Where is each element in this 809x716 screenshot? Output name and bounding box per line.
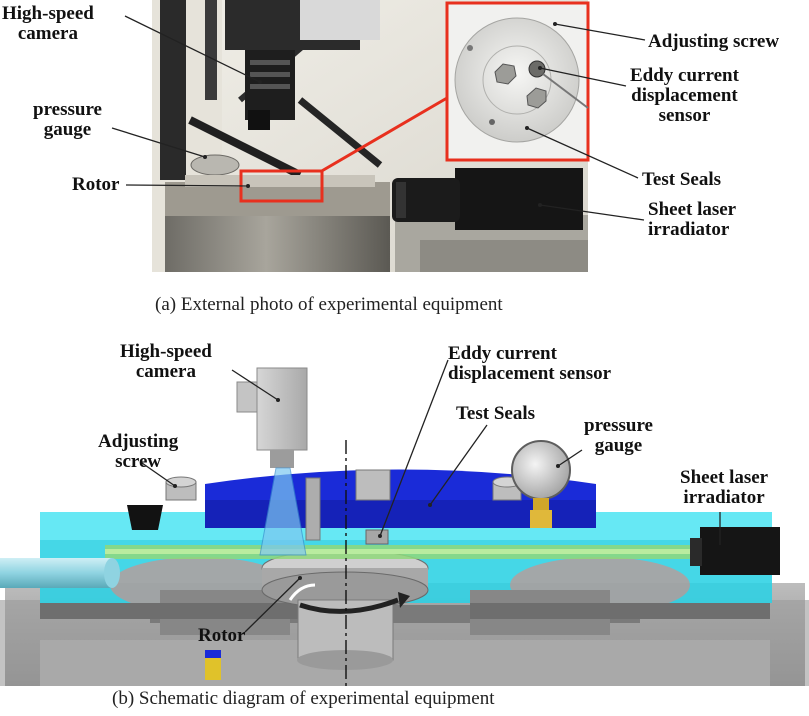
schematic-pressure-gauge	[511, 440, 571, 500]
label-b-sheet-laser: Sheet laser irradiator	[680, 467, 769, 508]
label-b-test-seals: Test Seals	[456, 403, 536, 424]
camera-field-of-view	[259, 467, 307, 556]
label-a-sheet-laser: Sheet laser irradiator	[648, 199, 737, 240]
rotation-arrow	[299, 597, 399, 614]
schematic-camera-body	[256, 367, 308, 451]
label-a-eddy-current-sensor: Eddy current displacement sensor	[630, 65, 739, 126]
caption-b: (b) Schematic diagram of experimental eq…	[112, 688, 495, 709]
label-b-high-speed-camera: High-speed camera	[120, 341, 212, 382]
label-a-pressure-gauge: pressure gauge	[33, 99, 102, 140]
label-b-adjusting-screw: Adjusting screw	[98, 431, 179, 472]
inset-seal-disc	[454, 17, 580, 143]
label-a-high-speed-camera: High-speed camera	[2, 3, 94, 44]
inlet-pipe	[0, 558, 112, 588]
label-b-rotor: Rotor	[198, 625, 246, 646]
label-b-eddy-current-sensor: Eddy current displacement sensor	[448, 343, 612, 384]
eddy-current-sensor	[365, 529, 389, 545]
label-b-pressure-gauge: pressure gauge	[584, 415, 653, 456]
photo-drum	[165, 215, 390, 272]
label-a-test-seals: Test Seals	[642, 169, 722, 190]
label-a-adjusting-screw: Adjusting screw	[648, 31, 780, 52]
label-a-rotor: Rotor	[72, 174, 120, 195]
schematic-laser-body	[700, 527, 780, 575]
inset-hex-nut	[494, 63, 517, 85]
caption-a: (a) External photo of experimental equip…	[155, 294, 503, 315]
photo-laser-body	[455, 168, 583, 230]
